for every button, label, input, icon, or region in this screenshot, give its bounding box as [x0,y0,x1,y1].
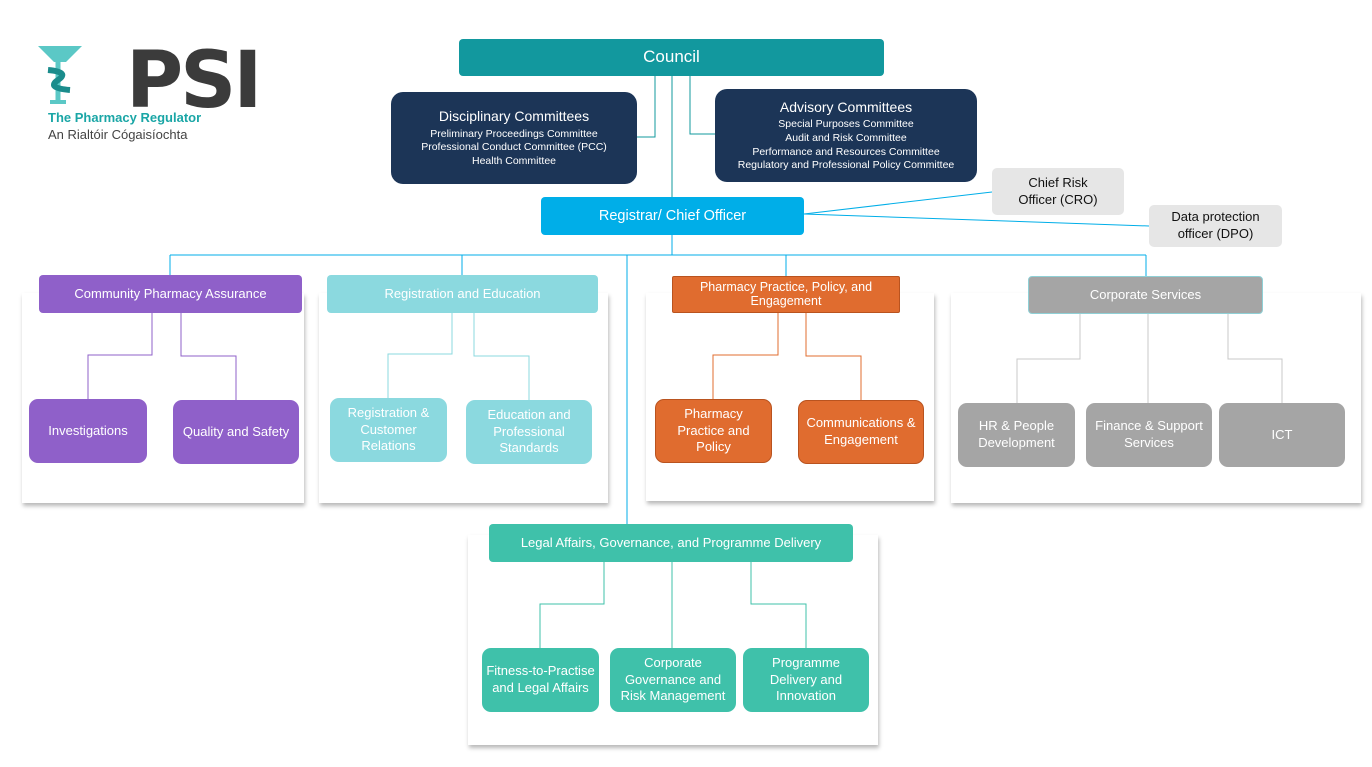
pharmacy-practice-policy-box: Pharmacy Practice and Policy [655,399,772,463]
cro-box: Chief Risk Officer (CRO) [992,168,1124,215]
communications-engagement-box: Communications & Engagement [798,400,924,464]
disciplinary-item: Professional Conduct Committee (PCC) [421,141,607,154]
legal-affairs-header: Legal Affairs, Governance, and Programme… [489,524,853,562]
community-panel [22,293,304,503]
disciplinary-item: Preliminary Proceedings Committee [430,127,598,140]
ict-box: ICT [1219,403,1345,467]
council-box: Council [459,39,884,76]
dpo-box: Data protection officer (DPO) [1149,205,1282,247]
disciplinary-item: Health Committee [471,154,557,167]
quality-safety-box: Quality and Safety [173,400,299,464]
logo-subtitle-en: The Pharmacy Regulator [48,110,202,125]
advisory-item: Special Purposes Committee [778,118,914,131]
corporate-services-header: Corporate Services [1028,276,1263,314]
registration-customer-relations-box: Registration & Customer Relations [330,398,447,462]
community-pharmacy-assurance-header: Community Pharmacy Assurance [39,275,302,313]
disciplinary-title: Disciplinary Committees [438,108,590,125]
pharmacy-serpent-icon [38,46,82,104]
disciplinary-committees-box: Disciplinary Committees Preliminary Proc… [391,92,637,184]
advisory-committees-box: Advisory Committees Special Purposes Com… [715,89,977,182]
programme-delivery-box: Programme Delivery and Innovation [743,648,869,712]
corporate-governance-box: Corporate Governance and Risk Management [610,648,736,712]
advisory-item: Regulatory and Professional Policy Commi… [737,159,955,172]
registration-education-header: Registration and Education [327,275,598,313]
practice-panel [646,293,934,501]
advisory-title: Advisory Committees [779,99,913,116]
advisory-item: Audit and Risk Committee [785,131,907,144]
pharmacy-practice-header: Pharmacy Practice, Policy, and Engagemen… [672,276,900,313]
advisory-item: Performance and Resources Committee [752,145,940,158]
investigations-box: Investigations [29,399,147,463]
hr-people-development-box: HR & People Development [958,403,1075,467]
registrar-box: Registrar/ Chief Officer [541,197,804,235]
finance-support-services-box: Finance & Support Services [1086,403,1212,467]
logo-subtitle-ga: An Rialtóir Cógaisíochta [48,127,188,142]
fitness-to-practise-box: Fitness-to-Practise and Legal Affairs [482,648,599,712]
education-professional-standards-box: Education and Professional Standards [466,400,592,464]
corporate-panel [951,293,1361,503]
psi-logo: PSI The Pharmacy Regulator An Rialtóir C… [34,36,262,144]
logo-wordmark: PSI [126,36,262,126]
